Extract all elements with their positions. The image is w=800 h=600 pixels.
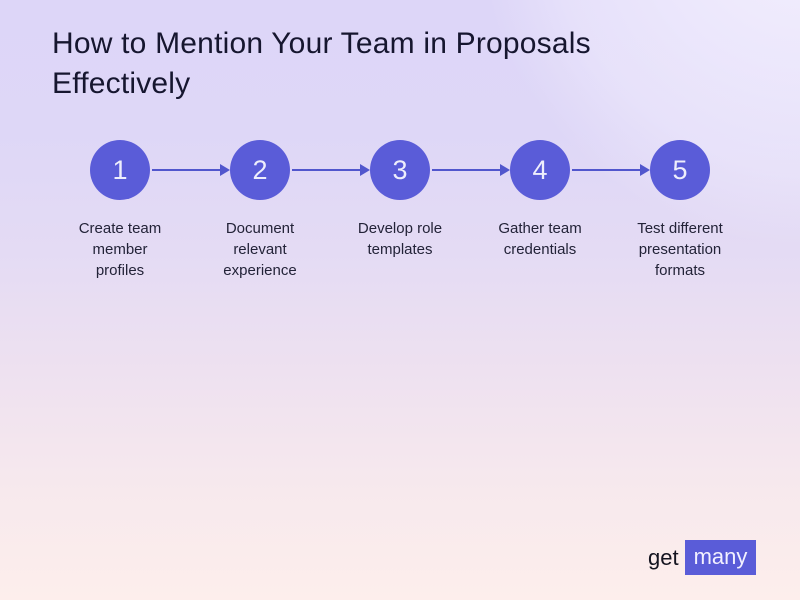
step-number: 5 [672, 154, 688, 185]
logo-prefix-text: get [648, 544, 679, 570]
step-1-circle: 1 [90, 140, 150, 200]
step-number: 4 [532, 154, 548, 185]
logo-suffix-badge: many [684, 540, 757, 575]
arrow-head-icon [640, 164, 650, 176]
arrow-line [152, 169, 222, 171]
step-2-circle: 2 [230, 140, 290, 200]
step-4: 4 Gather team credentials [470, 140, 610, 260]
step-5: 5 Test different presentation formats [610, 140, 750, 281]
arrow-connector-3-4 [432, 164, 510, 176]
getmany-logo: get many [648, 540, 757, 575]
arrow-connector-4-5 [572, 164, 650, 176]
arrow-head-icon [360, 164, 370, 176]
step-label: Gather team credentials [498, 220, 582, 258]
step-number: 2 [252, 154, 268, 185]
arrow-connector-1-2 [152, 164, 230, 176]
step-label: Develop role templates [357, 220, 443, 258]
arrow-line [572, 169, 642, 171]
step-number: 1 [112, 154, 128, 185]
arrow-head-icon [500, 164, 510, 176]
arrow-connector-2-3 [292, 164, 370, 176]
step-3-circle: 3 [370, 140, 430, 200]
step-label: Create team member profiles [78, 220, 162, 279]
step-3: 3 Develop role templates [330, 140, 470, 260]
step-number: 3 [392, 154, 408, 185]
step-5-circle: 5 [650, 140, 710, 200]
arrow-line [292, 169, 362, 171]
step-2: 2 Document relevant experience [190, 140, 330, 281]
step-1: 1 Create team member profiles [50, 140, 190, 281]
arrow-head-icon [220, 164, 230, 176]
step-4-circle: 4 [510, 140, 570, 200]
step-label: Document relevant experience [223, 220, 297, 279]
step-label: Test different presentation formats [637, 220, 723, 279]
arrow-line [432, 169, 502, 171]
slide-title: How to Mention Your Team in Proposals Ef… [52, 27, 591, 100]
